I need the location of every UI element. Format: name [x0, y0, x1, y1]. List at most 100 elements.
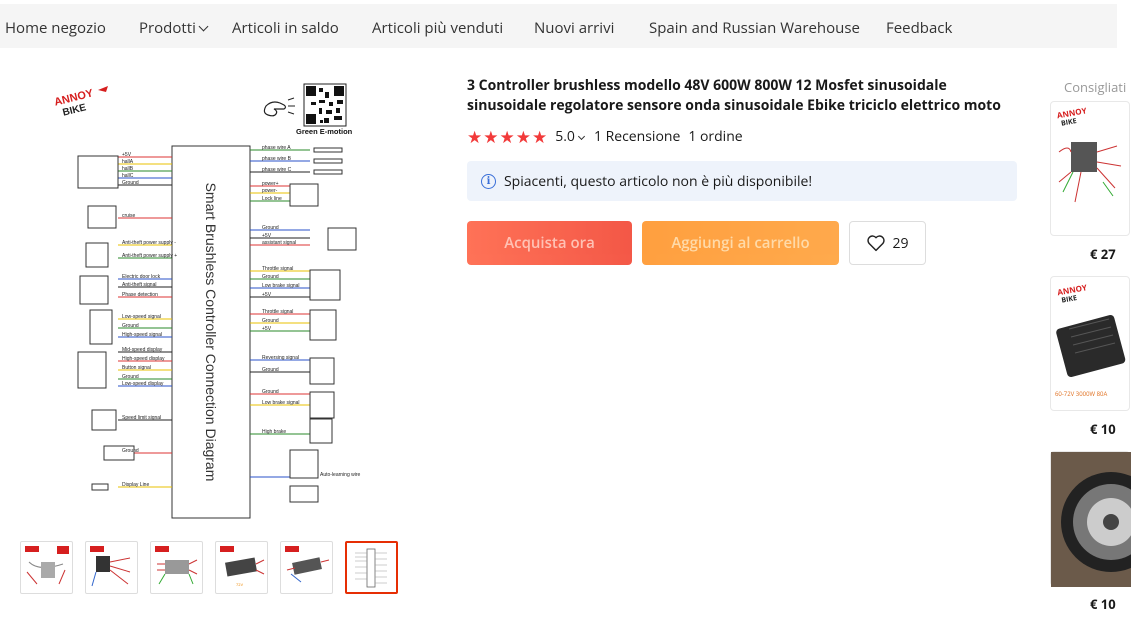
nav-warehouse[interactable]: Spain and Russian Warehouse [649, 18, 860, 38]
right-wire-label: phase wire A [262, 145, 291, 151]
rating-score-dropdown[interactable]: 5.0 [555, 127, 585, 146]
thumbnail-image: 72V [220, 546, 265, 588]
orders-count: 1 ordine [688, 126, 743, 146]
right-wire-label: assistant signal [262, 240, 296, 246]
thumbnail-5[interactable] [280, 541, 333, 594]
left-wire-label: Anti-theft signal [122, 282, 156, 288]
connector-icon [313, 169, 343, 175]
recommended-price-1: € 27 [1090, 245, 1116, 263]
connector-icon [309, 357, 335, 385]
left-wire-label: Speed limit signal [122, 415, 161, 421]
connector-icon [77, 155, 119, 189]
thumbnail-image [355, 548, 387, 588]
thumbnail-2[interactable] [85, 541, 138, 594]
recommended-caption: 60-72V 3000W 80A [1055, 390, 1107, 398]
connector-icon [309, 269, 341, 301]
star-icon: ★ [483, 124, 499, 148]
connector-icon [327, 227, 357, 251]
left-wire-label: +5V [122, 152, 132, 158]
chevron-down-icon [198, 21, 209, 32]
connector-icon [313, 147, 343, 153]
recommendations-title: Consigliati [1064, 78, 1127, 96]
left-wire-label: Ground [122, 448, 139, 454]
connector-icon [87, 205, 117, 229]
left-wire-label: hallC [122, 173, 134, 179]
connector-icon [85, 242, 109, 268]
unavailable-notice: i Spiacenti, questo articolo non è più d… [467, 161, 1017, 201]
connector-icon [91, 409, 117, 431]
left-wire-label: Mid-speed display [122, 347, 163, 353]
left-wire-label: Ground [122, 180, 139, 186]
right-wire-label: Ground [262, 367, 279, 373]
store-nav-bar: Home negozio Prodotti Articoli in saldo … [0, 4, 1117, 48]
thumbnail-1[interactable] [20, 541, 73, 594]
qr-caption: Green E-motion [296, 127, 353, 136]
right-wire-label: High brake [262, 429, 286, 435]
notice-text: Spiacenti, questo articolo non è più dis… [504, 171, 813, 191]
left-wire-label: High-speed display [122, 356, 165, 362]
svg-text:ANNOY: ANNOY [1057, 282, 1088, 298]
right-wire-label: Ground [262, 225, 279, 231]
recommended-product-image: ANNOY BIKE [1056, 105, 1122, 203]
left-wire-label: Anti-theft power supply - [122, 240, 176, 246]
nav-products-label: Prodotti [139, 18, 196, 38]
right-wire-label: phase wire C [262, 167, 292, 173]
thumbnail-4[interactable]: 72V [215, 541, 268, 594]
recommended-product-1[interactable]: ANNOY BIKE [1050, 101, 1130, 236]
left-wire-label: cruise [122, 213, 136, 219]
info-icon: i [481, 173, 496, 189]
reviews-link[interactable]: 1 Recensione [593, 126, 681, 146]
nav-products[interactable]: Prodotti [139, 18, 209, 38]
right-wire-label: Ground [262, 318, 279, 324]
right-wire-label: power- [262, 188, 278, 194]
left-wire-label: Anti-theft power supply + [122, 253, 177, 259]
right-wire-label: Ground [262, 274, 279, 280]
star-icon: ★ [515, 124, 531, 148]
thumbnail-3[interactable] [150, 541, 203, 594]
connector-icon [103, 445, 135, 461]
heart-icon [867, 235, 886, 252]
thumbnail-image [285, 546, 330, 583]
wishlist-button[interactable]: 29 [849, 221, 926, 265]
left-wire-label: Low-speed signal [122, 314, 161, 320]
add-to-cart-button[interactable]: Aggiungi al carrello [642, 221, 839, 265]
wishlist-count: 29 [892, 233, 909, 253]
connector-icon [309, 418, 333, 444]
nav-home[interactable]: Home negozio [5, 18, 106, 38]
right-wire-label: Auto-learning wire [320, 472, 361, 478]
nav-new-arrivals[interactable]: Nuovi arrivi [534, 18, 615, 38]
right-wire-label: Ground [262, 389, 279, 395]
recommended-price-2: € 10 [1090, 420, 1116, 438]
left-wire-label: Button signal [122, 365, 151, 371]
nav-sale-items[interactable]: Articoli in saldo [232, 18, 339, 38]
left-wire-label: hallB [122, 166, 134, 172]
recommended-product-2[interactable]: ANNOY BIKE 60-72V 3000W 80A [1050, 276, 1130, 411]
left-wire-label: Ground [122, 374, 139, 380]
nav-feedback[interactable]: Feedback [886, 18, 953, 38]
rating-row: ★ ★ ★ ★ ★ 5.0 1 Recensione 1 ordine [467, 126, 743, 146]
star-icon: ★ [532, 124, 548, 148]
thumbnail-6-selected[interactable] [345, 541, 398, 594]
right-wire-label: Lock line [262, 196, 282, 202]
right-wire-label: Low brake signal [262, 400, 300, 406]
chevron-down-icon [577, 132, 585, 140]
thumbnail-image [155, 546, 198, 585]
right-wire-label: Throttle signal [262, 309, 293, 315]
recommended-price-3: € 10 [1090, 595, 1116, 613]
main-product-image[interactable]: ANNOY BIKE Green E-motion Smart Brushles… [48, 78, 388, 526]
svg-text:BIKE: BIKE [1060, 117, 1077, 129]
product-title: 3 Controller brushless modello 48V 600W … [467, 76, 1001, 115]
right-wire-label: +5V [262, 326, 272, 332]
thumbnail-image [25, 546, 69, 585]
buy-now-button[interactable]: Acquista ora [467, 221, 632, 265]
left-wire-label: Phase detection [122, 292, 158, 298]
connector-icon [91, 483, 109, 491]
recommended-product-3[interactable] [1050, 451, 1131, 587]
connector-icon [313, 158, 343, 164]
svg-text:72V: 72V [236, 583, 244, 588]
right-wire-label: phase wire B [262, 156, 292, 162]
nav-best-sellers[interactable]: Articoli più venduti [372, 18, 504, 38]
connector-icon [289, 183, 319, 207]
connector-icon [289, 485, 319, 503]
diagram-title: Smart Brushless Controller Connection Di… [203, 183, 219, 482]
